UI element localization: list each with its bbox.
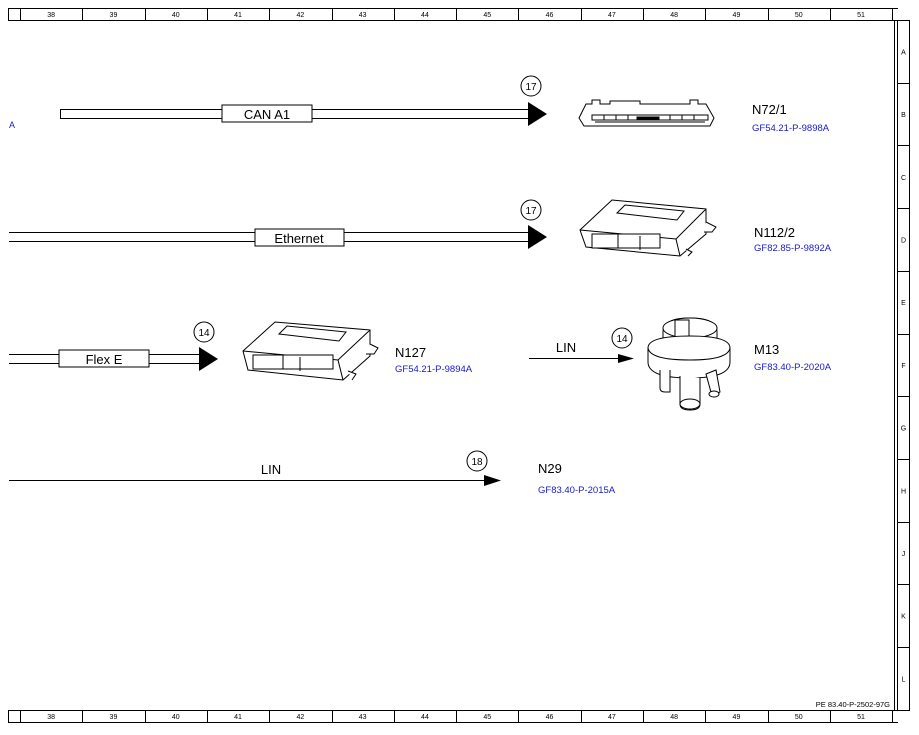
grid-row-label: G bbox=[901, 426, 906, 433]
marker-number: 18 bbox=[471, 457, 483, 468]
bus-label: LIN bbox=[261, 462, 281, 477]
grid-row-label: H bbox=[901, 488, 906, 495]
grid-column-label: 45 bbox=[483, 714, 491, 721]
arrow-head bbox=[484, 475, 501, 486]
grid-column-label: 47 bbox=[608, 12, 616, 19]
grid-row-label: J bbox=[902, 551, 906, 558]
diagram-frame bbox=[8, 8, 910, 723]
component-ref-link[interactable]: GF83.40-P-2015A bbox=[538, 485, 616, 496]
connection-marker bbox=[520, 75, 542, 97]
component-n29[interactable]: N29 GF83.40-P-2015A bbox=[538, 461, 616, 496]
grid-row-label: D bbox=[901, 237, 906, 244]
component-n112-2-illustration bbox=[579, 199, 717, 257]
component-ref-link[interactable]: GF82.85-P-9892A bbox=[754, 243, 832, 254]
grid-column-label: 40 bbox=[172, 12, 180, 19]
component-name: N72/1 bbox=[752, 102, 787, 117]
bus-label: Ethernet bbox=[274, 231, 324, 246]
bus-label: CAN A1 bbox=[244, 107, 290, 122]
grid-column-label: 49 bbox=[733, 12, 741, 19]
grid-column-label: 41 bbox=[234, 12, 242, 19]
grid-column-label: 39 bbox=[110, 12, 118, 19]
grid-column-label: 38 bbox=[47, 12, 55, 19]
component-n72-1-illustration bbox=[578, 99, 715, 127]
grid-row-label: A bbox=[901, 49, 906, 56]
grid-column-label: 44 bbox=[421, 714, 429, 721]
grid-row-label: L bbox=[902, 676, 906, 683]
marker-number: 14 bbox=[616, 334, 628, 345]
component-ref-link[interactable]: GF54.21-P-9898A bbox=[752, 123, 830, 134]
connection-marker bbox=[466, 450, 488, 472]
connection-marker bbox=[611, 327, 633, 349]
grid-column-label: 39 bbox=[110, 714, 118, 721]
grid-column-label: 43 bbox=[359, 12, 367, 19]
grid-column-label: 51 bbox=[857, 12, 865, 19]
marker-number: 17 bbox=[525, 206, 537, 217]
bus-label: Flex E bbox=[86, 352, 123, 367]
component-m13[interactable]: M13 GF83.40-P-2020A bbox=[754, 342, 832, 373]
grid-column-label: 45 bbox=[483, 12, 491, 19]
bus-can-a1: CAN A1 17 bbox=[60, 75, 547, 126]
grid-column-label: 49 bbox=[733, 714, 741, 721]
document-id: PE 83.40-P-2502-97G bbox=[816, 700, 890, 709]
component-n127-illustration bbox=[242, 321, 379, 381]
arrow-head bbox=[618, 354, 634, 363]
grid-column-label: 50 bbox=[795, 12, 803, 19]
grid-column-label: 48 bbox=[670, 714, 678, 721]
grid-column-label: 42 bbox=[296, 12, 304, 19]
grid-column-label: 46 bbox=[546, 12, 554, 19]
grid-row-label: B bbox=[901, 112, 906, 119]
component-ref-link[interactable]: GF54.21-P-9894A bbox=[395, 364, 473, 375]
component-m13-illustration bbox=[647, 317, 731, 411]
arrow-head bbox=[528, 225, 547, 249]
component-n127[interactable]: N127 GF54.21-P-9894A bbox=[395, 345, 473, 375]
grid-column-label: 40 bbox=[172, 714, 180, 721]
grid-row-label: F bbox=[901, 363, 905, 370]
grid-column-label: 42 bbox=[296, 714, 304, 721]
arrow-head bbox=[199, 347, 218, 371]
grid-column-label: 41 bbox=[234, 714, 242, 721]
grid-row-label: E bbox=[901, 300, 906, 307]
component-ref-link[interactable]: GF83.40-P-2020A bbox=[754, 362, 832, 373]
component-n72-1[interactable]: N72/1 GF54.21-P-9898A bbox=[752, 102, 830, 134]
connection-marker bbox=[520, 199, 542, 221]
bus-label: LIN bbox=[556, 340, 576, 355]
grid-column-label: 46 bbox=[546, 714, 554, 721]
arrow-head bbox=[528, 102, 547, 126]
component-name: N112/2 bbox=[754, 225, 795, 240]
grid-column-label: 44 bbox=[421, 12, 429, 19]
marker-number: 14 bbox=[198, 328, 210, 339]
left-reference: A bbox=[9, 120, 15, 130]
grid-column-label: 38 bbox=[47, 714, 55, 721]
bus-flex-e: Flex E 14 bbox=[9, 321, 218, 371]
grid-column-label: 50 bbox=[795, 714, 803, 721]
connection-marker bbox=[193, 321, 215, 343]
marker-number: 17 bbox=[525, 82, 537, 93]
grid-column-label: 47 bbox=[608, 714, 616, 721]
bus-lin-m13: LIN 14 bbox=[529, 327, 634, 363]
component-n112-2[interactable]: N112/2 GF82.85-P-9892A bbox=[754, 225, 832, 254]
bus-lin-n29: LIN 18 bbox=[9, 450, 501, 486]
grid-column-label: 51 bbox=[857, 714, 865, 721]
grid-column-label: 48 bbox=[670, 12, 678, 19]
bus-ethernet: Ethernet 17 bbox=[9, 199, 547, 249]
component-name: N29 bbox=[538, 461, 562, 476]
component-name: M13 bbox=[754, 342, 779, 357]
grid-column-label: 43 bbox=[359, 714, 367, 721]
grid-row-label: K bbox=[901, 614, 906, 621]
grid-row-label: C bbox=[901, 175, 906, 182]
component-name: N127 bbox=[395, 345, 426, 360]
